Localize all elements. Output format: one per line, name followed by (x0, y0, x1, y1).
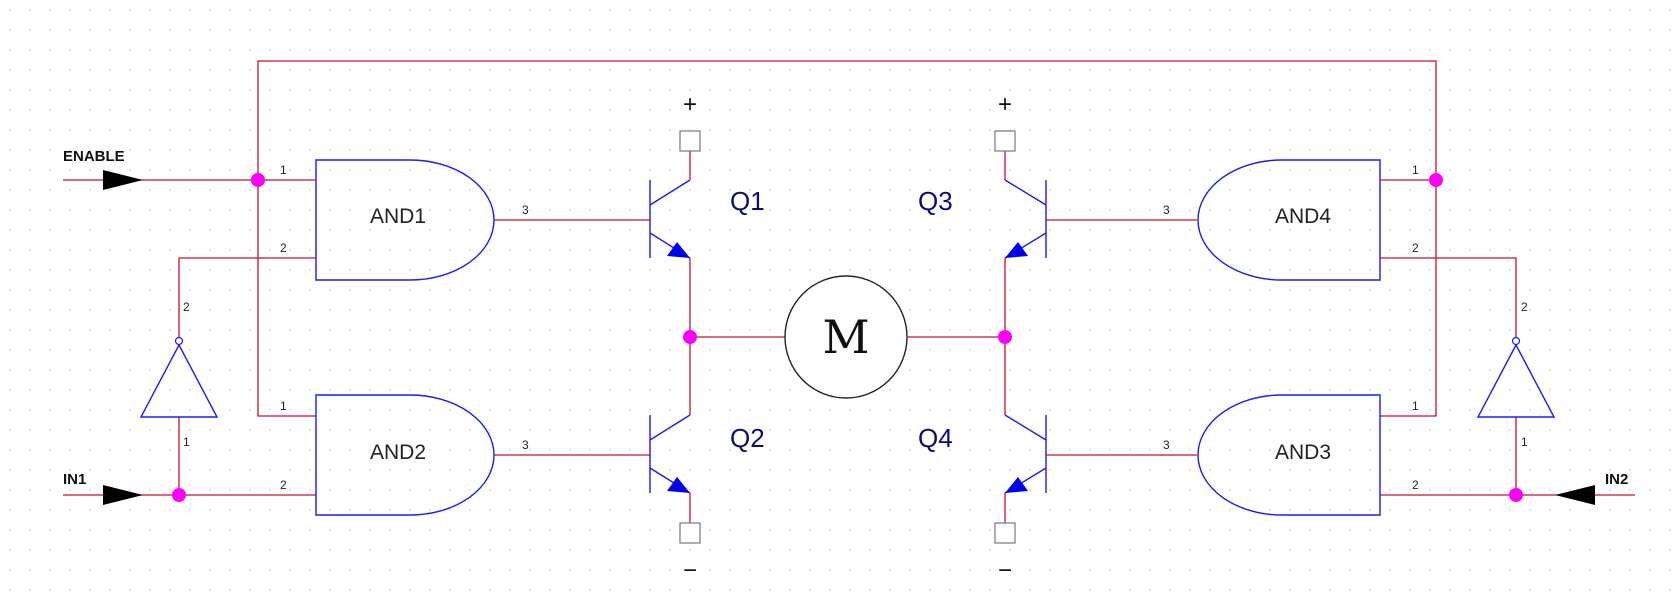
and1-pin2-label: 2 (280, 241, 287, 255)
and3-label: AND3 (1275, 441, 1331, 464)
q2-label: Q2 (730, 423, 765, 453)
and1-pin1-label: 1 (280, 163, 287, 177)
inverter1-to-and1-wire (178, 257, 316, 341)
inverter1-bubble (174, 336, 184, 346)
pin-numbers: 1 2 3 1 2 3 1 2 3 1 2 3 2 1 2 1 (183, 163, 1528, 492)
inverter1-pin2-label: 2 (183, 300, 190, 314)
inverter2-pin1-label: 1 (1521, 435, 1528, 449)
left-bridge-junction (683, 330, 697, 344)
and4-gate (1197, 159, 1381, 281)
and2-gate (315, 394, 495, 516)
q1-label: Q1 (730, 186, 765, 216)
and1-label: AND1 (370, 205, 426, 228)
and3-gate (1197, 394, 1381, 516)
motor-label: M (822, 310, 869, 364)
enable-junction (251, 173, 265, 187)
q4-transistor (1004, 414, 1047, 494)
wires (63, 60, 1635, 523)
and2-pin1-label: 1 (280, 399, 287, 413)
inverter2-to-and4-wire (1380, 257, 1517, 341)
and3-pin1-label: 1 (1412, 399, 1419, 413)
inverter1-triangle (139, 343, 219, 418)
and3-pin2-label: 2 (1412, 478, 1419, 492)
inverters (139, 336, 1556, 418)
q4-label: Q4 (918, 423, 953, 453)
q3-plus-label: + (998, 91, 1012, 118)
and4-pin2-label: 2 (1412, 241, 1419, 255)
inverter2-triangle (1476, 343, 1556, 418)
in2-junction (1509, 488, 1523, 502)
junctions (172, 173, 1523, 502)
and2-label: AND2 (370, 441, 426, 464)
in2-port-arrow (1555, 485, 1595, 505)
enable-bus-wire (257, 60, 1437, 180)
q4-minus-label: − (998, 557, 1012, 584)
q1-supply-terminal (679, 130, 701, 152)
supply-terminals: + + − − (679, 91, 1016, 584)
q2-transistor (649, 414, 691, 494)
inverter2-pin2-label: 2 (1521, 300, 1528, 314)
in1-port-arrow (103, 485, 143, 505)
in1-label: IN1 (63, 471, 86, 488)
input-ports: ENABLE IN1 IN2 (63, 148, 1628, 505)
and1-gate (315, 159, 495, 281)
q4-ground-terminal (994, 522, 1016, 544)
right-bridge-junction (998, 330, 1012, 344)
inverter1-pin1-label: 1 (183, 435, 190, 449)
motor-circle (784, 275, 908, 399)
and2-pin2-label: 2 (280, 478, 287, 492)
enable-label: ENABLE (63, 148, 125, 165)
enable-right-junction (1429, 173, 1443, 187)
q2-ground-terminal (679, 522, 701, 544)
in2-label: IN2 (1605, 471, 1628, 488)
in1-junction (172, 488, 186, 502)
transistors: Q1 Q2 Q3 Q4 (649, 179, 1047, 494)
motor: M (784, 275, 908, 399)
enable-port-arrow (103, 170, 143, 190)
and2-pin3-label: 3 (522, 438, 529, 452)
q1-plus-label: + (683, 91, 697, 118)
inverter2-bubble (1511, 336, 1521, 346)
q1-transistor (649, 179, 691, 259)
and4-pin3-label: 3 (1163, 203, 1170, 217)
enable-to-and3-wire (1380, 180, 1437, 417)
and-gates: AND1 AND2 AND4 AND3 (315, 159, 1381, 516)
and4-pin1-label: 1 (1412, 163, 1419, 177)
q3-supply-terminal (994, 130, 1016, 152)
and1-pin3-label: 3 (522, 203, 529, 217)
q3-transistor (1004, 179, 1047, 259)
and4-label: AND4 (1275, 205, 1331, 228)
and3-pin3-label: 3 (1163, 438, 1170, 452)
enable-to-and2-wire (257, 180, 316, 417)
q2-minus-label: − (683, 557, 697, 584)
q3-label: Q3 (918, 186, 953, 216)
